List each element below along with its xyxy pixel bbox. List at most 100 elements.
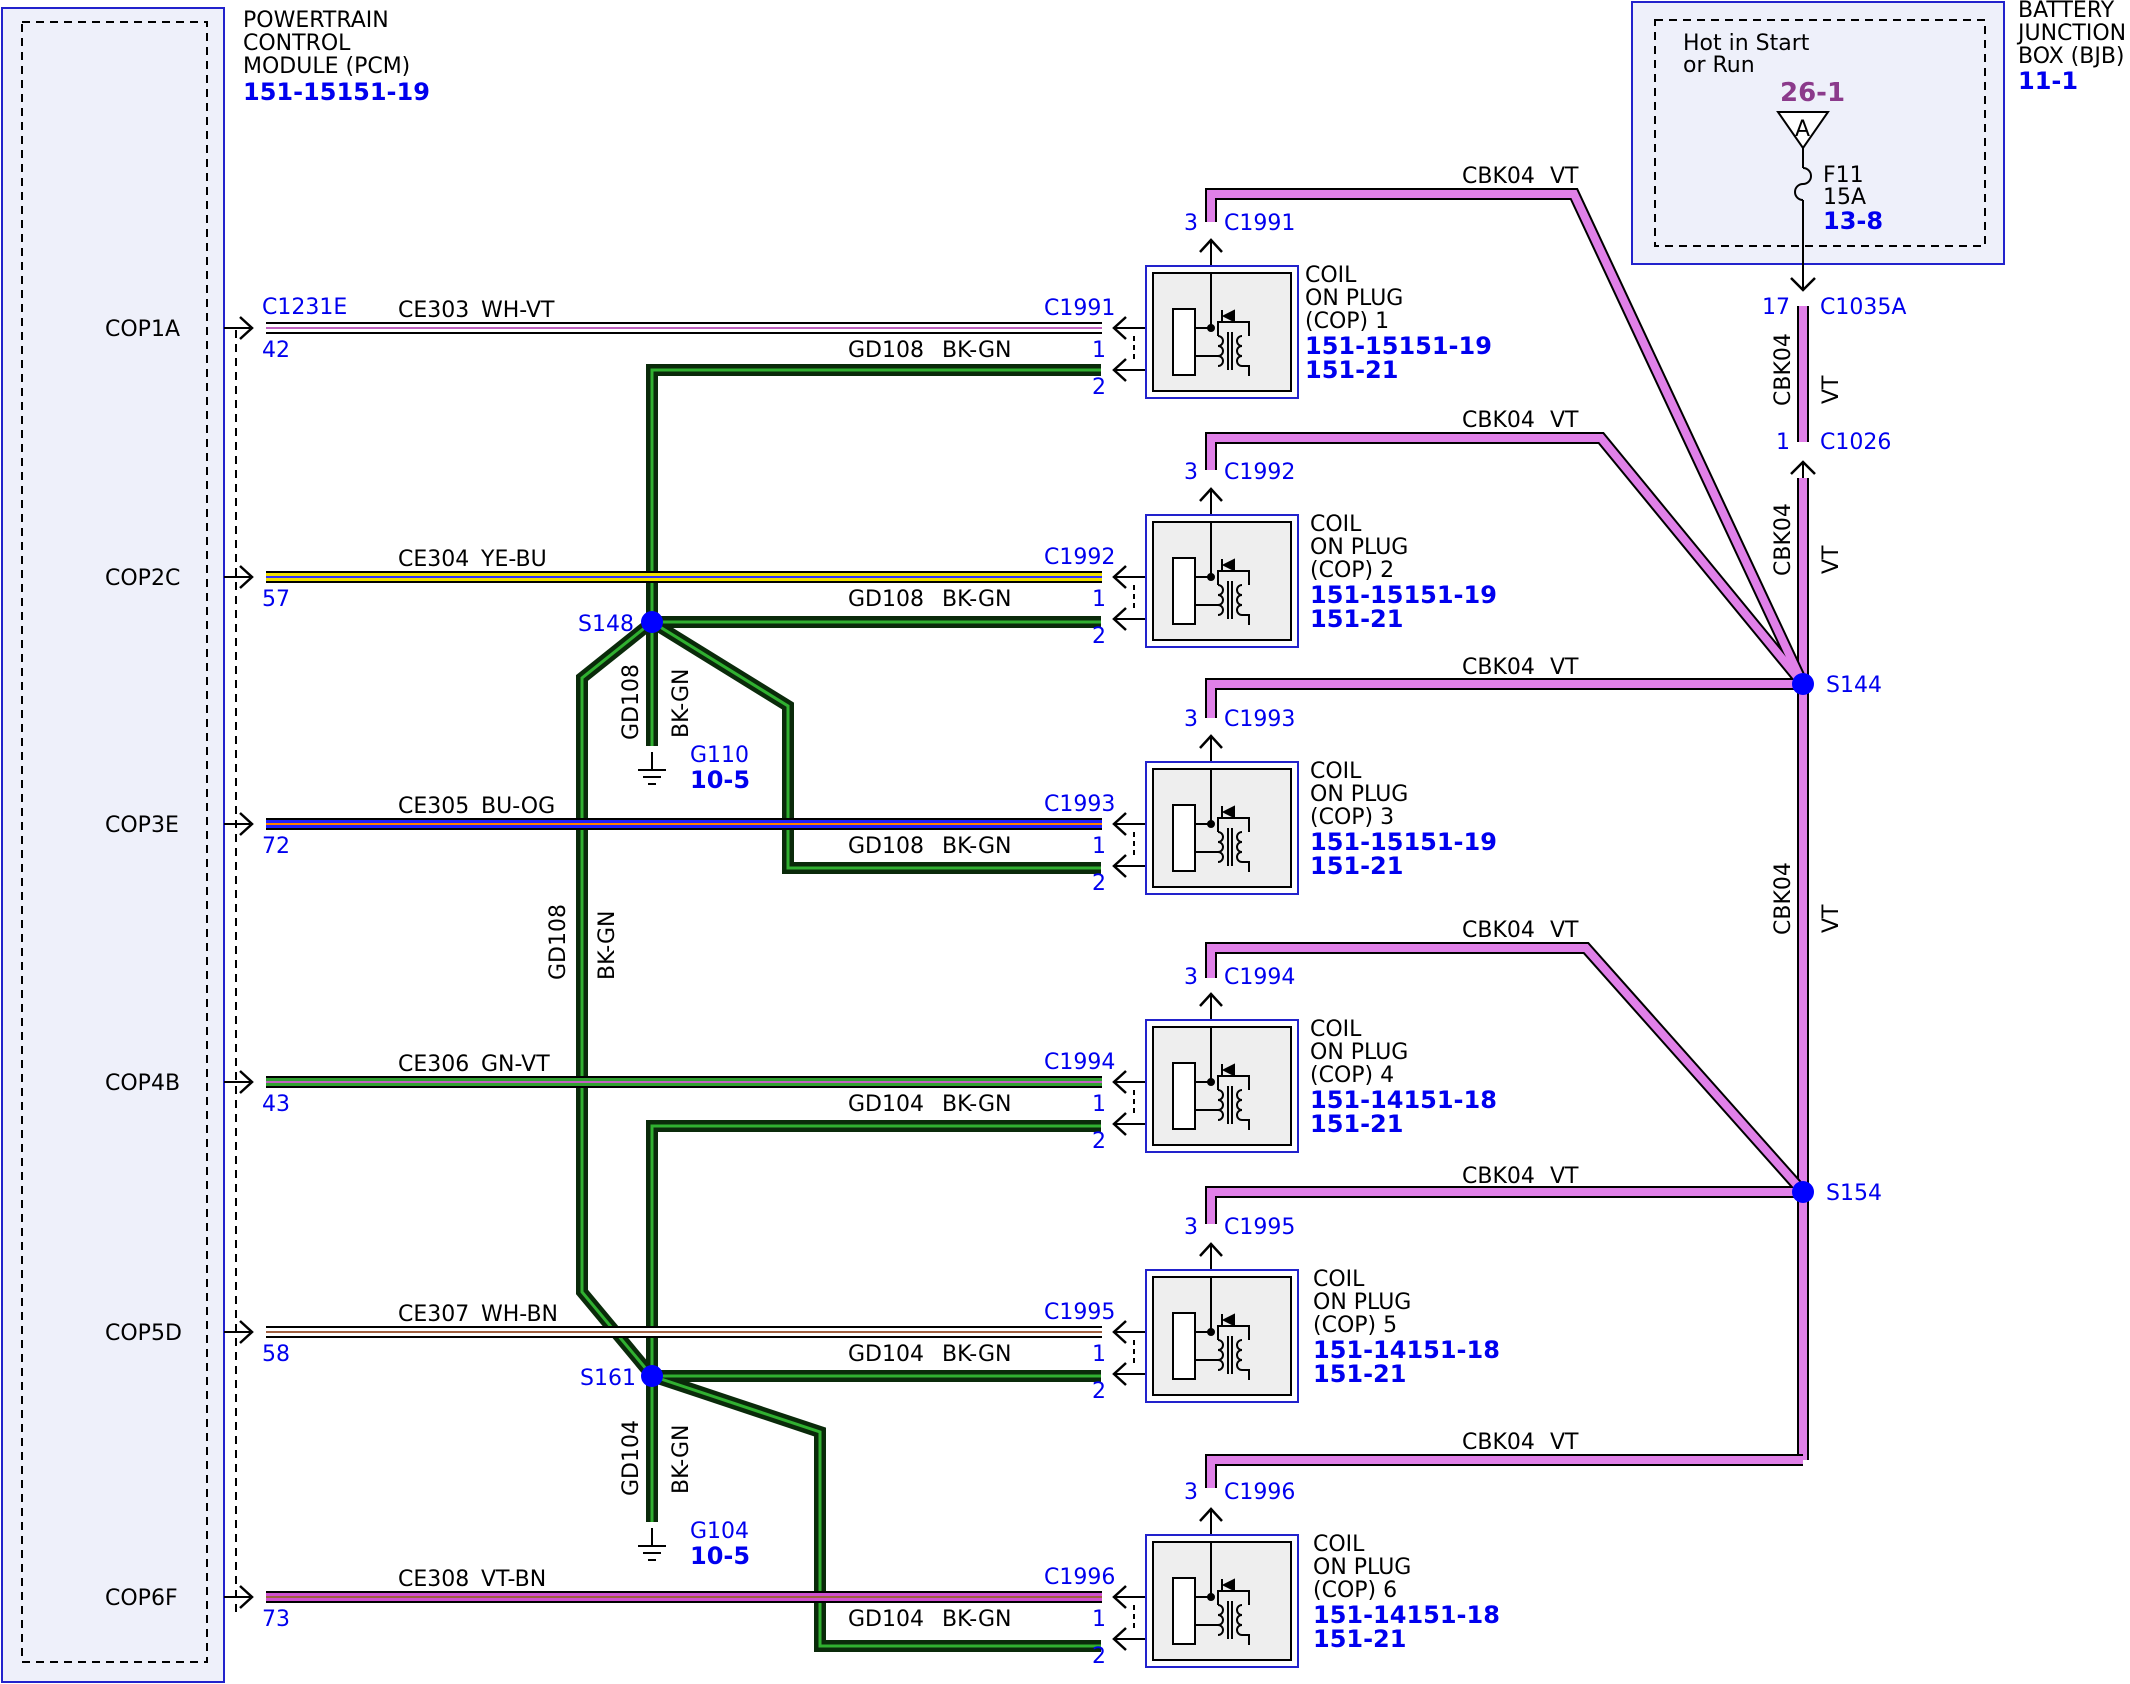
splice-s144-label: S144	[1826, 673, 1882, 698]
g104-id: G104	[690, 1519, 749, 1544]
pcm-pin-name: COP3E	[105, 813, 179, 838]
feed-color-2: VT	[1819, 545, 1844, 574]
coil-ref-1: 151-15151-19	[1310, 828, 1497, 856]
coil-name-1: COIL	[1310, 759, 1362, 784]
ignition-coil-icon	[1172, 1028, 1250, 1130]
ground-pin: 2	[1092, 375, 1106, 400]
feed-branch-circuit: CBK04	[1462, 918, 1535, 943]
coil-name-1: COIL	[1310, 1017, 1362, 1042]
ground-circuit: GD104	[848, 1342, 924, 1367]
feed-arrow-icon	[1199, 1242, 1223, 1257]
coil-name-3: (COP) 6	[1313, 1578, 1397, 1603]
ground-pin: 2	[1092, 1129, 1106, 1154]
pcm-title-3: MODULE (PCM)	[243, 54, 410, 79]
c1026-pin: 1	[1776, 430, 1790, 455]
pcm-pin-name: COP2C	[105, 566, 180, 591]
coil-ref-1: 151-14151-18	[1313, 1336, 1500, 1364]
coil-connector: C1992	[1044, 545, 1115, 570]
coil-name-1: COIL	[1313, 1267, 1365, 1292]
coil-name-2: ON PLUG	[1313, 1555, 1411, 1580]
coil-connector: C1991	[1044, 296, 1115, 321]
signal-circuit: CE305	[398, 794, 469, 819]
coil-connector: C1995	[1044, 1300, 1115, 1325]
pcm-module: POWERTRAIN CONTROL MODULE (PCM) 151-1515…	[1, 7, 430, 1683]
splice-s161-label: S161	[580, 1366, 636, 1391]
coil-ref-2: 151-21	[1310, 852, 1403, 880]
feed-color-1: VT	[1819, 375, 1844, 404]
g110-id: G110	[690, 743, 749, 768]
coil-name-1: COIL	[1313, 1532, 1365, 1557]
feed-connector: C1991	[1224, 211, 1295, 236]
ground-pin: 2	[1092, 871, 1106, 896]
signal-pin: 1	[1092, 834, 1106, 859]
feed-branch-color: VT	[1550, 164, 1579, 189]
ignition-coil-icon	[1172, 1543, 1250, 1645]
ground-color: BK-GN	[942, 834, 1011, 859]
coil-ref-2: 151-21	[1310, 1110, 1403, 1138]
signal-pin: 1	[1092, 587, 1106, 612]
coil-name-2: ON PLUG	[1310, 1040, 1408, 1065]
long-ground-circuit: GD108	[546, 904, 571, 980]
signal-circuit: CE307	[398, 1302, 469, 1327]
feed-connector: C1994	[1224, 965, 1295, 990]
ground-circuit: GD108	[848, 338, 924, 363]
pcm-pin-name: COP4B	[105, 1071, 180, 1096]
ground-circuit: GD104	[848, 1607, 924, 1632]
bjb-pin: 17	[1762, 295, 1790, 320]
splice-s148	[641, 611, 663, 633]
ground-g104-icon	[638, 1528, 666, 1561]
signal-circuit: CE304	[398, 547, 469, 572]
feed-branch-circuit: CBK04	[1462, 164, 1535, 189]
g104-ref: 10-5	[690, 1542, 750, 1570]
coil-name-3: (COP) 1	[1305, 309, 1389, 334]
coil-ref-2: 151-21	[1310, 605, 1403, 633]
feed-circuit-3: CBK04	[1771, 862, 1796, 935]
splice-s148-label: S148	[578, 612, 634, 637]
bjb-hot-2: or Run	[1683, 53, 1755, 78]
bjb-hot-1: Hot in Start	[1683, 31, 1810, 56]
c1035a-arrow-icon	[1790, 277, 1816, 292]
signal-circuit: CE306	[398, 1052, 469, 1077]
feed-pin: 3	[1184, 965, 1198, 990]
ground-color: BK-GN	[942, 1342, 1011, 1367]
coil-name-1: COIL	[1305, 263, 1357, 288]
ground-color: BK-GN	[942, 587, 1011, 612]
feed-branch-color: VT	[1550, 1430, 1579, 1455]
c1026-connector: C1026	[1820, 430, 1891, 455]
g104-color: BK-GN	[669, 1425, 694, 1494]
pcm-pin-name: COP5D	[105, 1321, 182, 1346]
feed-circuit-2: CBK04	[1771, 503, 1796, 576]
signal-color: GN-VT	[481, 1052, 550, 1077]
bjb-module: BATTERY JUNCTION BOX (BJB) 11-1 Hot in S…	[1631, 0, 2126, 290]
ground-network	[576, 364, 1101, 1652]
feed-pin: 3	[1184, 1480, 1198, 1505]
bjb-outline	[1631, 1, 2005, 265]
feed-connector: C1992	[1224, 460, 1295, 485]
pcm-title-1: POWERTRAIN	[243, 8, 389, 33]
feed-branch-circuit: CBK04	[1462, 655, 1535, 680]
coil-name-2: ON PLUG	[1313, 1290, 1411, 1315]
signal-color: BU-OG	[481, 794, 555, 819]
pcm-pin-arrow-icon	[239, 316, 254, 340]
signal-pin: 1	[1092, 338, 1106, 363]
coil-connector: C1994	[1044, 1050, 1115, 1075]
coil-ref-1: 151-14151-18	[1310, 1086, 1497, 1114]
bjb-circuit-ref: 26-1	[1780, 78, 1845, 108]
ignition-coil-icon	[1172, 274, 1250, 376]
pcm-pin-number: 72	[262, 834, 290, 859]
ground-circuit: GD108	[848, 587, 924, 612]
ignition-coil-icon	[1172, 523, 1250, 625]
pcm-pin-name: COP6F	[105, 1586, 178, 1611]
signal-color: WH-VT	[481, 298, 555, 323]
bjb-inner-dashed	[1654, 19, 1986, 247]
bjb-title-2: JUNCTION	[2016, 21, 2126, 46]
bjb-terminal-triangle-icon	[1776, 111, 1830, 150]
fuse-ref: 13-8	[1823, 207, 1883, 235]
signal-pin: 1	[1092, 1607, 1106, 1632]
feed-branch-circuit: CBK04	[1462, 1164, 1535, 1189]
pcm-pin-number: 43	[262, 1092, 290, 1117]
bjb-terminal: A	[1795, 117, 1810, 142]
pcm-inner-dashed	[21, 21, 208, 1663]
